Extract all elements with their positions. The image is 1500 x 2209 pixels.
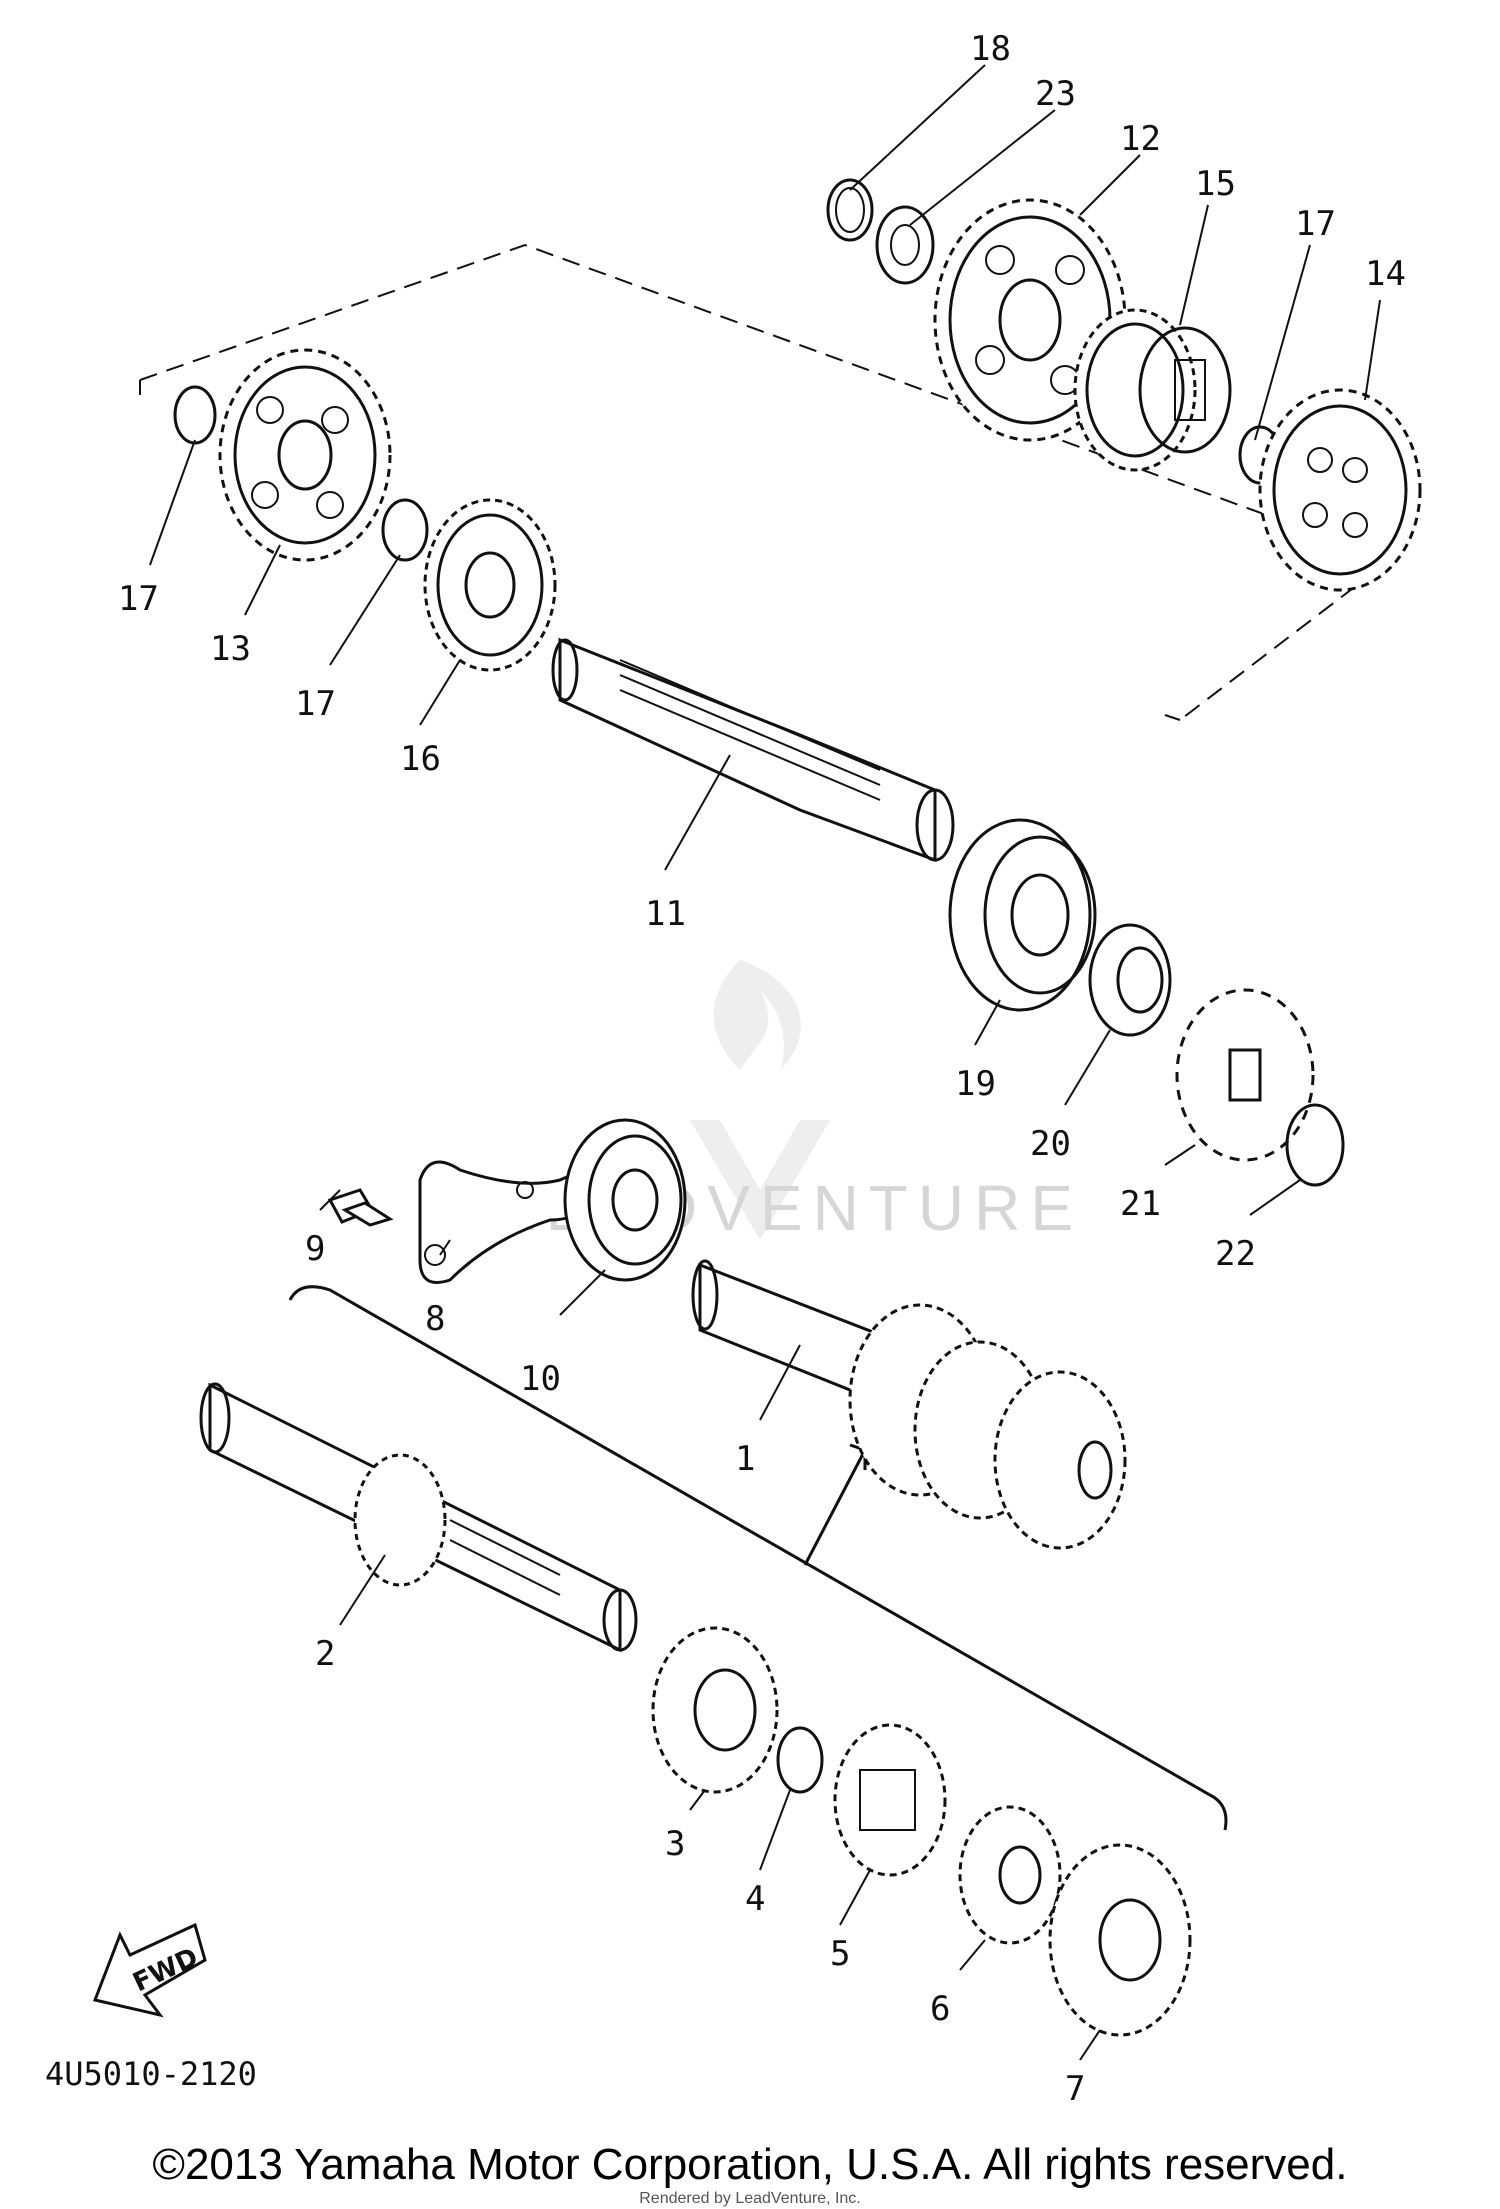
part-7-gear — [1048, 1843, 1192, 2037]
part-11-axle — [551, 637, 955, 863]
copyright-notice: ©2013 Yamaha Motor Corporation, U.S.A. A… — [152, 2140, 1348, 2189]
callout-21: 21 — [1120, 1184, 1161, 1224]
upper-assembly-bracket — [139, 243, 1393, 721]
part-16-gear — [423, 498, 557, 672]
part-19-bearing — [948, 818, 1097, 1012]
callout-6: 6 — [930, 1989, 950, 2029]
callout-17-middle: 17 — [295, 684, 336, 724]
callout-20: 20 — [1030, 1124, 1071, 1164]
callout-15: 15 — [1195, 164, 1236, 204]
part-21-sprocket — [1175, 988, 1315, 1162]
part-3-gear — [651, 1626, 779, 1794]
part-9-bolt — [327, 1188, 394, 1227]
callout-16: 16 — [400, 739, 441, 779]
callout-17-upper-right: 17 — [1295, 204, 1336, 244]
part-17-circlip-left — [173, 385, 217, 445]
callout-5: 5 — [830, 1934, 850, 1974]
part-1-drive-axle — [691, 1259, 1127, 1550]
watermark-logo — [690, 960, 830, 1240]
callout-2: 2 — [315, 1634, 335, 1674]
callout-3: 3 — [665, 1824, 685, 1864]
part-5-gear — [833, 1723, 947, 1877]
part-17-circlip-middle — [381, 498, 429, 562]
callout-11: 11 — [645, 894, 686, 934]
lower-assembly-bracket — [288, 1285, 1228, 1831]
part-23-washer — [875, 205, 935, 285]
callout-13: 13 — [210, 629, 251, 669]
part-14-gear — [1258, 388, 1422, 592]
callout-10: 10 — [520, 1359, 561, 1399]
part-20-oil-seal — [1088, 923, 1172, 1037]
part-10-bearing — [563, 1118, 687, 1282]
callout-19: 19 — [955, 1064, 996, 1104]
part-6-gear — [958, 1805, 1062, 1945]
callout-14: 14 — [1365, 254, 1406, 294]
part-22-circlip — [1285, 1103, 1345, 1187]
callout-17-left: 17 — [118, 579, 159, 619]
callout-4: 4 — [745, 1879, 765, 1919]
catalog-code: 4U5010-2120 — [45, 2055, 257, 2093]
leader-lines — [149, 64, 1381, 2061]
callout-1: 1 — [735, 1439, 755, 1479]
callout-22: 22 — [1215, 1234, 1256, 1274]
fwd-arrow: FWD — [92, 1922, 207, 2018]
lower-bracket-arrow — [803, 1443, 867, 1566]
part-18-circlip — [826, 178, 874, 242]
part-2-main-axle — [199, 1382, 638, 1653]
callout-7: 7 — [1065, 2069, 1085, 2109]
part-13-gear — [218, 348, 392, 562]
render-credit: Rendered by LeadVenture, Inc. — [639, 2190, 861, 2207]
part-15-gear — [1073, 308, 1232, 472]
callout-18: 18 — [970, 29, 1011, 69]
callout-23: 23 — [1035, 74, 1076, 114]
callout-9: 9 — [305, 1229, 325, 1269]
callout-12: 12 — [1120, 119, 1161, 159]
part-4-circlip — [776, 1726, 824, 1794]
callout-8: 8 — [425, 1299, 445, 1339]
